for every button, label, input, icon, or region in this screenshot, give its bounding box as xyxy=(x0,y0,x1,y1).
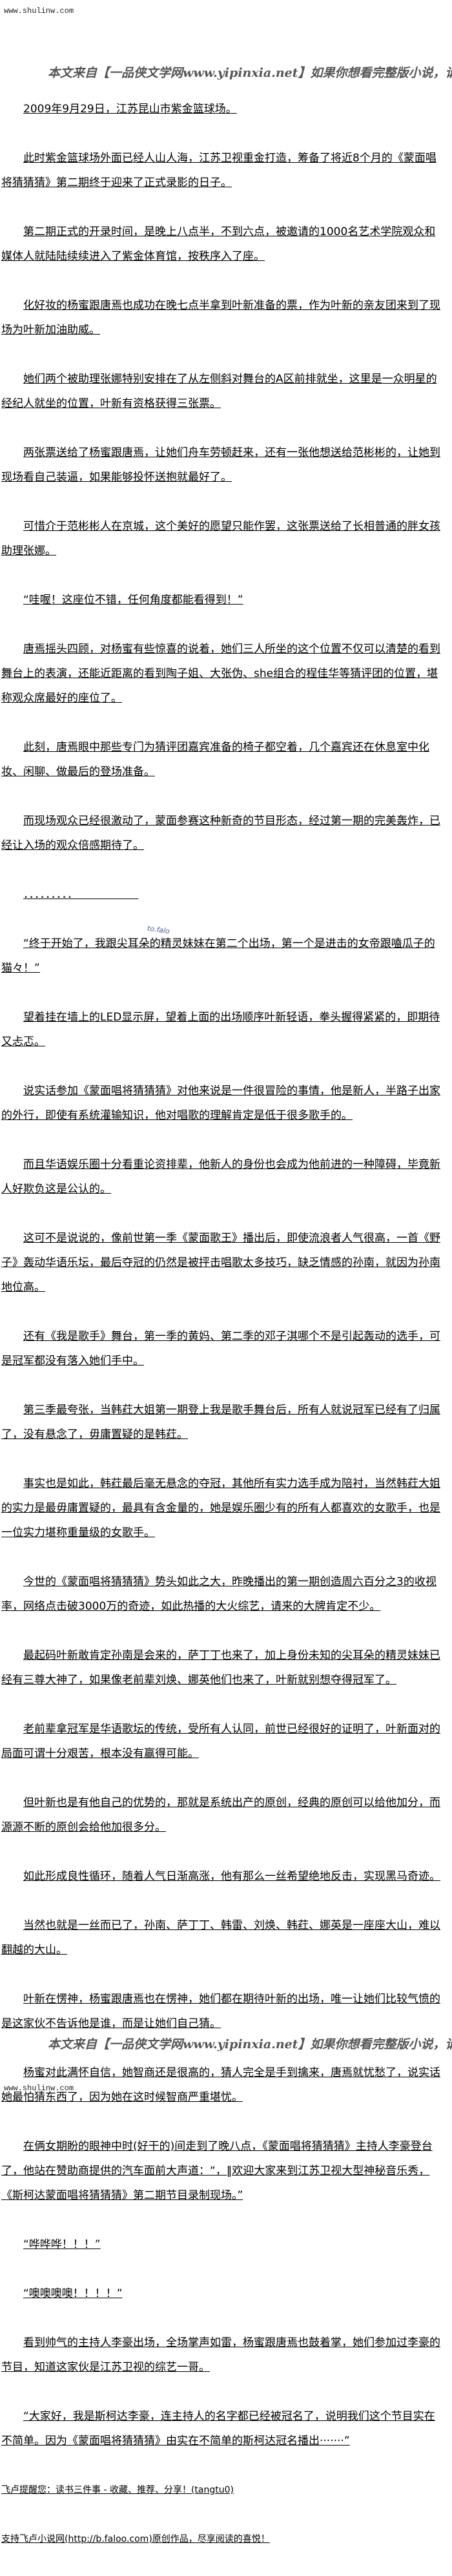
paragraph: 第二期正式的开录时间，是晚上八点半，不到六点，被邀请的1000名艺术学院观众和媒… xyxy=(1,220,443,269)
paragraph-text: 第三季最夸张，当韩荭大姐第一期登上我是歌手舞台后，所有人就说冠军已经有了归属了，… xyxy=(1,1404,440,1441)
paragraph-text: 唐焉摇头四顾，对杨蜜有些惊喜的说着，她们三人所坐的这个位置不仅可以清楚的看到舞台… xyxy=(1,643,440,705)
paragraph: 此刻，唐焉眼中那些专门为猜评团嘉宾准备的椅子都空着，几个嘉宾还在休息室中化妆、闲… xyxy=(1,735,443,784)
paragraph: 说实话参加《蒙面唱将猜猜猜》对他来说是一件很冒险的事情，他是新人，半路子出家的外… xyxy=(1,1079,443,1128)
paragraph: 此时紫金篮球场外面已经人山人海，江苏卫视重金打造，筹备了将近8个月的《蒙面唱将猜… xyxy=(1,146,443,195)
paragraph-text: 可惜介于范彬彬人在京城，这个美好的愿望只能作罢，这张票送给了长相普通的胖女孩助理… xyxy=(1,520,440,557)
source-banner-footer: 本文来自【一品侠文学网www.yipinxia.net】如果你想看完整版小说，请 xyxy=(48,2037,452,2051)
paragraph: 老前辈拿冠军是华语歌坛的传统，受所有人认同，前世已经很好的证明了，叶新面对的局面… xyxy=(1,1717,443,1766)
chapter-content: 2009年9月29日，江苏昆山市紫金篮球场。此时紫金篮球场外面已经人山人海，江苏… xyxy=(1,97,443,2576)
paragraph-text: 2009年9月29日，江苏昆山市紫金篮球场。 xyxy=(23,103,237,116)
paragraph-text: “终于开始了，我跟尖耳朵的精灵妹妹在第二个出场，第一个是进击的女帝跟嗑瓜子的猫々… xyxy=(1,937,435,975)
paragraph-text: “大家好，我是斯柯达李豪，连主持人的名字都已经被冠名了，说明我们这个节目实在不简… xyxy=(1,2410,435,2447)
paragraph: 还有《我是歌手》舞台，第一季的黄妈、第二季的邓子淇哪个不是引起轰动的选手，可是冠… xyxy=(1,1324,443,1373)
paragraph-text: 事实也是如此，韩荭最后毫无悬念的夺冠，其他所有实力选手成为陪衬，当然韩荭大姐的实… xyxy=(1,1477,440,1539)
paragraph-text: 两张票送给了杨蜜跟唐焉，让她们舟车劳顿赶来，还有一张他想送给范彬彬的，让她到现场… xyxy=(1,446,440,484)
paragraph-text: 这可不是说说的，像前世第一季《蒙面歌王》播出后，即使流浪者人气很高，一首《野子》… xyxy=(1,1232,440,1294)
paragraph: 今世的《蒙面唱将猜猜猜》势头如此之大，昨晚播出的第一期创造周六百分之3的收视率，… xyxy=(1,1570,443,1619)
paragraph-text: 老前辈拿冠军是华语歌坛的传统，受所有人认同，前世已经很好的证明了，叶新面对的局面… xyxy=(1,1723,440,1760)
paragraph-text: 如此形成良性循环，随着人气日渐高涨，他有那么一丝希望绝地反击，实现黑马奇迹。 xyxy=(23,1870,440,1883)
source-banner: 本文来自【一品侠文学网www.yipinxia.net】如果你想看完整版小说，请 xyxy=(48,66,452,80)
paragraph-text: ．．．．．．．．． xyxy=(23,888,139,901)
paragraph: 事实也是如此，韩荭最后毫无悬念的夺冠，其他所有实力选手成为陪衬，当然韩荭大姐的实… xyxy=(1,1471,443,1545)
note-text: 飞卢提醒您：读书三件事 - 收藏、推荐、分享！(tangtu0) xyxy=(1,2485,234,2495)
paragraph: 看到帅气的主持人李豪出场，全场掌声如雷，杨蜜跟唐焉也鼓着掌，她们参加过李豪的节目… xyxy=(1,2331,443,2380)
paragraph-text: 此刻，唐焉眼中那些专门为猜评团嘉宾准备的椅子都空着，几个嘉宾还在休息室中化妆、闲… xyxy=(1,741,429,778)
paragraph-text: 当然也就是一丝而已了，孙南、萨丁丁、韩雷、刘焕、韩荭、娜英是一座座大山，难以翻越… xyxy=(1,1919,440,1957)
paragraph: “大家好，我是斯柯达李豪，连主持人的名字都已经被冠名了，说明我们这个节目实在不简… xyxy=(1,2404,443,2453)
paragraph: 但叶新也是有他自己的优势的，那就是系统出产的原创，经典的原创可以给他加分，而源源… xyxy=(1,1791,443,1840)
paragraph-text: 望着挂在墙上的LED显示屏，望着上面的出场顺序叶新轻语，拳头握得紧紧的，即期待又… xyxy=(1,1011,440,1048)
paragraph-text: 今世的《蒙面唱将猜猜猜》势头如此之大，昨晚播出的第一期创造周六百分之3的收视率，… xyxy=(1,1575,437,1613)
paragraph-text: 化好妆的杨蜜跟唐焉也成功在晚七点半拿到叶新准备的票，作为叶新的亲友团来到了现场为… xyxy=(1,299,440,337)
paragraph: 这可不是说说的，像前世第一季《蒙面歌王》播出后，即使流浪者人气很高，一首《野子》… xyxy=(1,1226,443,1300)
paragraph: 叶新在愣神，杨蜜跟唐焉也在愣神，她们都在期待叶新的出场，唯一让她们比较气愤的是这… xyxy=(1,1987,443,2036)
paragraph: ．．．．．．．．． xyxy=(1,882,443,907)
paragraph-text: “哗哗哗！！！” xyxy=(23,2238,101,2251)
paragraph-text: 她们两个被助理张娜特别安排在了从左侧斜对舞台的A区前排就坐，这里是一众明星的经纪… xyxy=(1,373,437,410)
note-text: 支持飞卢小说网(http://b.faloo.com)原创作品，尽享阅读的喜悦！ xyxy=(1,2534,270,2544)
paragraph: 望着挂在墙上的LED显示屏，望着上面的出场顺序叶新轻语，拳头握得紧紧的，即期待又… xyxy=(1,1005,443,1054)
paragraph: “哗哗哗！！！” xyxy=(1,2232,443,2257)
paragraph: 化好妆的杨蜜跟唐焉也成功在晚七点半拿到叶新准备的票，作为叶新的亲友团来到了现场为… xyxy=(1,293,443,342)
paragraph-text: “噢噢噢噢！！！！” xyxy=(23,2287,123,2300)
paragraph: “终于开始了，我跟尖耳朵的精灵妹妹在第二个出场，第一个是进击的女帝跟嗑瓜子的猫々… xyxy=(1,931,443,981)
paragraph: 而现场观众已经很激动了，蒙面参赛这种新奇的节目形态，经过第一期的完美轰炸，已经让… xyxy=(1,809,443,858)
paragraph-text: 还有《我是歌手》舞台，第一季的黄妈、第二季的邓子淇哪个不是引起轰动的选手，可是冠… xyxy=(1,1330,440,1367)
paragraph: 当然也就是一丝而已了，孙南、萨丁丁、韩雷、刘焕、韩荭、娜英是一座座大山，难以翻越… xyxy=(1,1913,443,1962)
site-url-footer: www.shulinw.com xyxy=(4,2084,74,2093)
support-notice: 支持飞卢小说网(http://b.faloo.com)原创作品，尽享阅读的喜悦！ xyxy=(1,2527,443,2551)
paragraph-text: 此时紫金篮球场外面已经人山人海，江苏卫视重金打造，筹备了将近8个月的《蒙面唱将猜… xyxy=(1,152,437,189)
paragraph: 唐焉摇头四顾，对杨蜜有些惊喜的说着，她们三人所坐的这个位置不仅可以清楚的看到舞台… xyxy=(1,637,443,711)
paragraph-text: 但叶新也是有他自己的优势的，那就是系统出产的原创，经典的原创可以给他加分，而源源… xyxy=(1,1796,440,1834)
paragraph: “哇喔！这座位不错，任何角度都能看得到！” xyxy=(1,588,443,612)
paragraph: 而且华语娱乐圈十分看重论资排辈，他新人的身份也会成为他前进的一种障碍，毕竟新人好… xyxy=(1,1152,443,1201)
paragraph-text: 而且华语娱乐圈十分看重论资排辈，他新人的身份也会成为他前进的一种障碍，毕竟新人好… xyxy=(1,1158,440,1196)
paragraph: 如此形成良性循环，随着人气日渐高涨，他有那么一丝希望绝地反击，实现黑马奇迹。 xyxy=(1,1864,443,1889)
reading-reminder: 飞卢提醒您：读书三件事 - 收藏、推荐、分享！(tangtu0) xyxy=(1,2478,443,2502)
paragraph-text: 而现场观众已经很激动了，蒙面参赛这种新奇的节目形态，经过第一期的完美轰炸，已经让… xyxy=(1,815,440,852)
paragraph-text: 说实话参加《蒙面唱将猜猜猜》对他来说是一件很冒险的事情，他是新人，半路子出家的外… xyxy=(1,1085,440,1122)
paragraph: 可惜介于范彬彬人在京城，这个美好的愿望只能作罢，这张票送给了长相普通的胖女孩助理… xyxy=(1,514,443,563)
paragraph-text: 叶新在愣神，杨蜜跟唐焉也在愣神，她们都在期待叶新的出场，唯一让她们比较气愤的是这… xyxy=(1,1993,440,2030)
paragraph-text: 最起码叶新敢肯定孙南是会来的，萨丁丁也来了，加上身份未知的尖耳朵的精灵妹妹已经有… xyxy=(1,1649,440,1687)
site-url-header: www.shulinw.com xyxy=(4,6,74,16)
paragraph-text: 看到帅气的主持人李豪出场，全场掌声如雷，杨蜜跟唐焉也鼓着掌，她们参加过李豪的节目… xyxy=(1,2336,440,2374)
paragraph: 在俩女期盼的眼神中时(好干的)间走到了晚八点，《蒙面唱将猜猜猜》主持人李豪登台了… xyxy=(1,2134,443,2208)
paragraph: 2009年9月29日，江苏昆山市紫金篮球场。 xyxy=(1,97,443,121)
paragraph: “噢噢噢噢！！！！” xyxy=(1,2281,443,2306)
paragraph: 两张票送给了杨蜜跟唐焉，让她们舟车劳顿赶来，还有一张他想送给范彬彬的，让她到现场… xyxy=(1,441,443,490)
paragraph: 她们两个被助理张娜特别安排在了从左侧斜对舞台的A区前排就坐，这里是一众明星的经纪… xyxy=(1,367,443,416)
paragraph-text: “哇喔！这座位不错，任何角度都能看得到！” xyxy=(23,594,243,607)
paragraph-text: 在俩女期盼的眼神中时(好干的)间走到了晚八点，《蒙面唱将猜猜猜》主持人李豪登台了… xyxy=(1,2140,433,2202)
paragraph: 第三季最夸张，当韩荭大姐第一期登上我是歌手舞台后，所有人就说冠军已经有了归属了，… xyxy=(1,1398,443,1447)
paragraph-text: 第二期正式的开录时间，是晚上八点半，不到六点，被邀请的1000名艺术学院观众和媒… xyxy=(1,225,436,263)
paragraph: 最起码叶新敢肯定孙南是会来的，萨丁丁也来了，加上身份未知的尖耳朵的精灵妹妹已经有… xyxy=(1,1643,443,1692)
